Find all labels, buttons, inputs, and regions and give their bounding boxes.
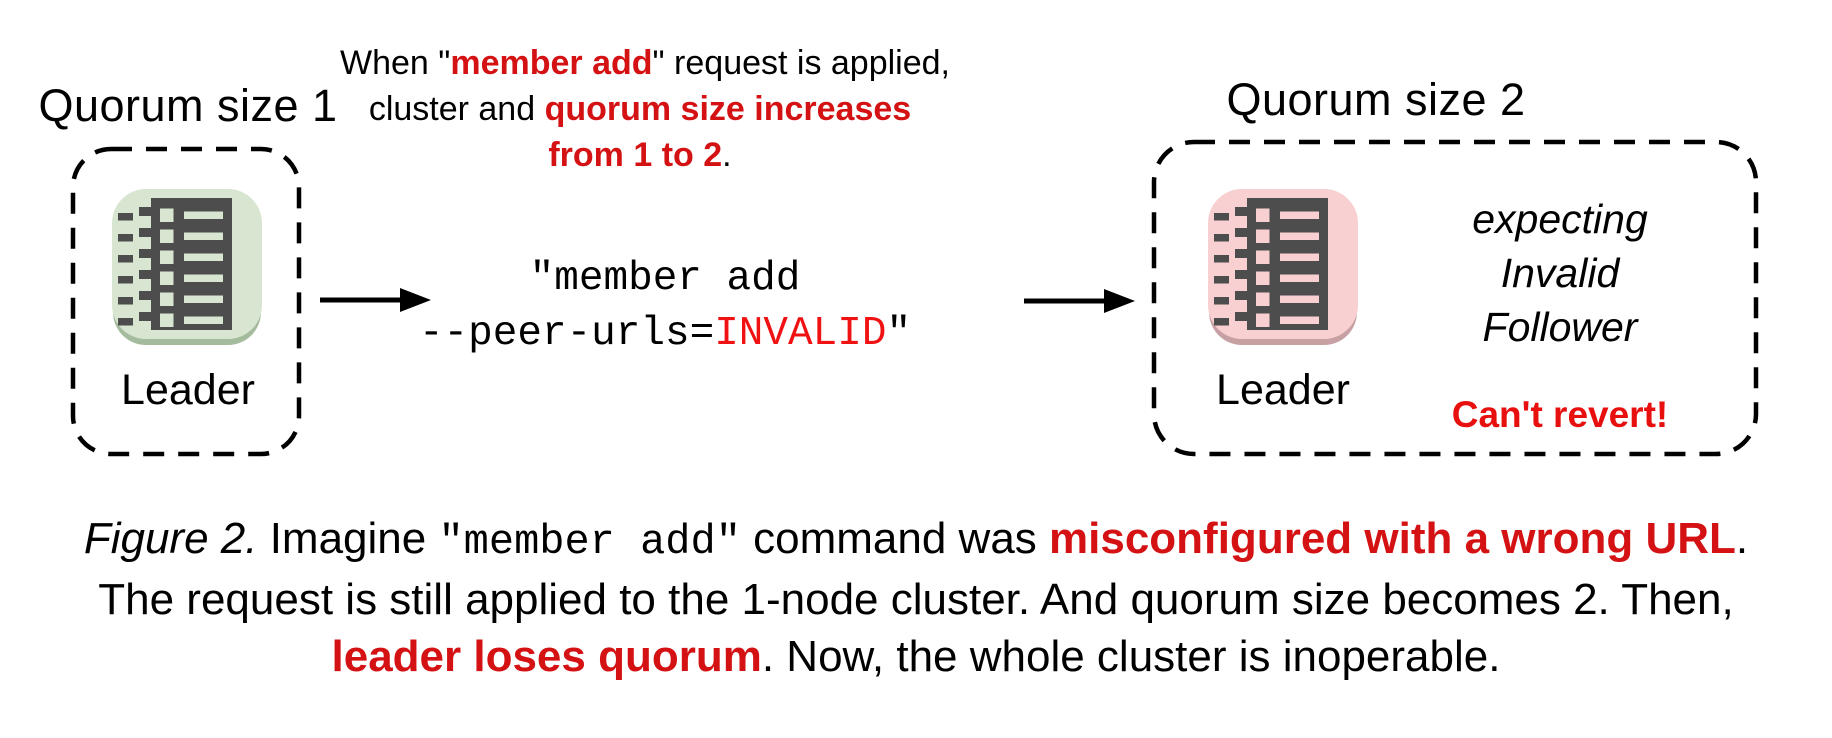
quorum-2-title: Quorum size 2 bbox=[1226, 74, 1526, 125]
note-line-3: from 1 to 2. bbox=[340, 132, 940, 178]
expecting-line-1: expecting bbox=[1472, 196, 1648, 242]
note-l3-highlight: from 1 to 2 bbox=[548, 136, 723, 174]
note-l1-suffix: " request is applied, bbox=[652, 44, 950, 82]
caption-line-3: leader loses quorum. Now, the whole clus… bbox=[0, 628, 1832, 685]
note-line-2: cluster and quorum size increases bbox=[340, 86, 940, 132]
expecting-line-2: Invalid bbox=[1500, 250, 1620, 296]
leader-label-left: Leader bbox=[121, 366, 255, 414]
quorum-1-title: Quorum size 1 bbox=[38, 80, 338, 131]
note-l2-highlight: quorum size increases bbox=[544, 90, 912, 128]
note-line-1: When "member add" request is applied, bbox=[340, 40, 950, 86]
caption-l3-text: . Now, the whole cluster is inoperable. bbox=[761, 632, 1501, 681]
arrow-right-icon bbox=[320, 288, 431, 312]
command-closing-quote: " bbox=[886, 311, 912, 357]
ledger-server-icon bbox=[1214, 198, 1328, 330]
cant-revert-warning: Can't revert! bbox=[1451, 394, 1669, 435]
note-l1-prefix: When " bbox=[340, 44, 451, 82]
caption-l1-text-a: Imagine bbox=[257, 514, 439, 563]
caption-l3-highlight: leader loses quorum bbox=[331, 632, 762, 681]
expecting-line-3: Follower bbox=[1482, 304, 1638, 350]
command-line-1: "member add bbox=[529, 256, 801, 302]
caption-l1-text-b: command was bbox=[740, 514, 1050, 563]
cluster-boundary-left bbox=[70, 146, 302, 457]
note-l2-prefix: cluster and bbox=[368, 90, 545, 128]
ledger-server-icon bbox=[118, 198, 232, 330]
figure-caption: Figure 2. Imagine "member add" command w… bbox=[0, 510, 1832, 685]
member-add-note: When "member add" request is applied, cl… bbox=[340, 40, 950, 178]
caption-l1-highlight: misconfigured with a wrong URL bbox=[1049, 514, 1736, 563]
caption-l1-period: . bbox=[1735, 514, 1749, 563]
expecting-follower-note: expecting Invalid Follower bbox=[1400, 192, 1720, 354]
caption-l1-command: "member add" bbox=[438, 518, 741, 566]
note-l3-suffix: . bbox=[722, 136, 732, 174]
command-invalid-value: INVALID bbox=[714, 311, 887, 357]
leader-node-right bbox=[1208, 189, 1358, 339]
note-l1-highlight: member add bbox=[450, 44, 653, 82]
cluster-boundary-right bbox=[1151, 139, 1759, 457]
caption-line-2: The request is still applied to the 1-no… bbox=[98, 575, 1734, 624]
leader-label-right: Leader bbox=[1216, 366, 1350, 414]
command-line-2: --peer-urls=INVALID" bbox=[390, 307, 940, 362]
caption-line-1: Figure 2. Imagine "member add" command w… bbox=[0, 510, 1832, 571]
leader-node-left bbox=[112, 189, 262, 339]
arrow-right-icon bbox=[1024, 289, 1135, 313]
member-add-command: "member add --peer-urls=INVALID" bbox=[390, 252, 940, 362]
figure-number-label: Figure 2. bbox=[83, 514, 258, 563]
command-flag: --peer-urls= bbox=[418, 311, 715, 357]
